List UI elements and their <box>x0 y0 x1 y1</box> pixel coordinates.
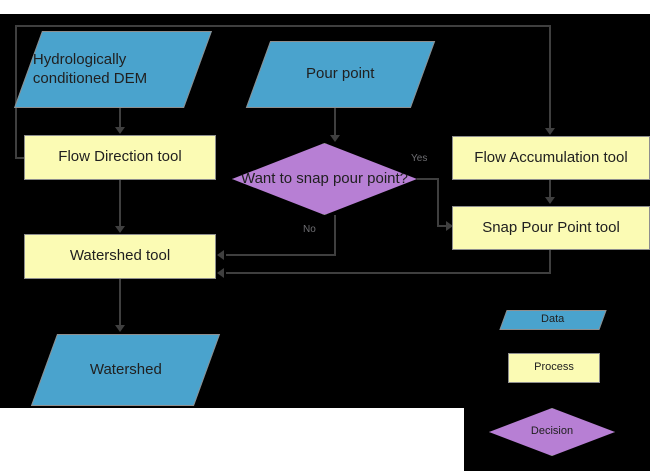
edge-label-yes: Yes <box>411 153 428 164</box>
legend-label-data: Data <box>541 313 565 326</box>
arrowhead-yes-to-snappour <box>446 221 453 231</box>
arrowhead-flowaccum-to-snappour <box>545 197 555 204</box>
node-pour-point[interactable]: Pour point <box>245 41 436 108</box>
node-hydrologically-conditioned-dem[interactable]: Hydrologically conditioned DEM <box>13 31 213 108</box>
arrowhead-rail-to-flowaccum <box>545 128 555 135</box>
node-label: Pour point <box>306 65 375 83</box>
node-label: Watershed tool <box>69 247 171 265</box>
node-label: Snap Pour Point tool <box>482 218 620 236</box>
legend-item-data: Data <box>499 310 607 330</box>
connector-flowdir-to-watershedtool <box>119 180 121 226</box>
arrowhead-no-to-watershedtool <box>217 250 224 260</box>
connector-dem-to-flowdir-stub <box>15 157 27 159</box>
node-label: Watershed <box>89 360 162 378</box>
connector-no-h <box>226 254 336 256</box>
connector-yes-h1 <box>417 178 439 180</box>
arrowhead-watershedtool-to-watershed <box>115 325 125 332</box>
node-watershed-tool[interactable]: Watershed tool <box>24 234 216 279</box>
arrowhead-dem-to-flowdir <box>115 127 125 134</box>
connector-top-rail <box>15 25 551 27</box>
arrowhead-pourpoint-to-decision <box>330 135 340 142</box>
arrowhead-flowdir-to-watershedtool <box>115 226 125 233</box>
node-label: Flow Accumulation tool <box>474 148 628 166</box>
node-snap-pour-point-tool[interactable]: Snap Pour Point tool <box>452 206 650 250</box>
node-label: Hydrologically conditioned DEM <box>33 50 148 87</box>
connector-snappour-v <box>549 250 551 273</box>
connector-yes-h2 <box>437 225 447 227</box>
node-label: Want to snap pour point? <box>240 170 409 188</box>
connector-dem-to-flowdir <box>119 108 121 128</box>
connector-pourpoint-to-decision <box>334 108 336 136</box>
connector-yes-v <box>437 178 439 226</box>
connector-watershedtool-to-watershed <box>119 279 121 326</box>
node-label: Flow Direction tool <box>58 148 182 166</box>
connector-flowaccum-to-snappour <box>549 180 551 198</box>
node-flow-accumulation-tool[interactable]: Flow Accumulation tool <box>452 136 650 180</box>
edge-label-no: No <box>303 224 316 235</box>
connector-left-rail <box>15 25 17 159</box>
node-watershed[interactable]: Watershed <box>30 334 221 406</box>
arrowhead-snappour-to-watershedtool <box>217 268 224 278</box>
node-flow-direction-tool[interactable]: Flow Direction tool <box>24 135 216 180</box>
legend-label-process: Process <box>534 361 574 374</box>
legend-label-decision: Decision <box>530 425 574 438</box>
connector-rail-to-flowaccum <box>549 25 551 128</box>
connector-snappour-h <box>226 272 551 274</box>
connector-no-v <box>334 215 336 255</box>
legend-item-process: Process <box>508 353 600 383</box>
